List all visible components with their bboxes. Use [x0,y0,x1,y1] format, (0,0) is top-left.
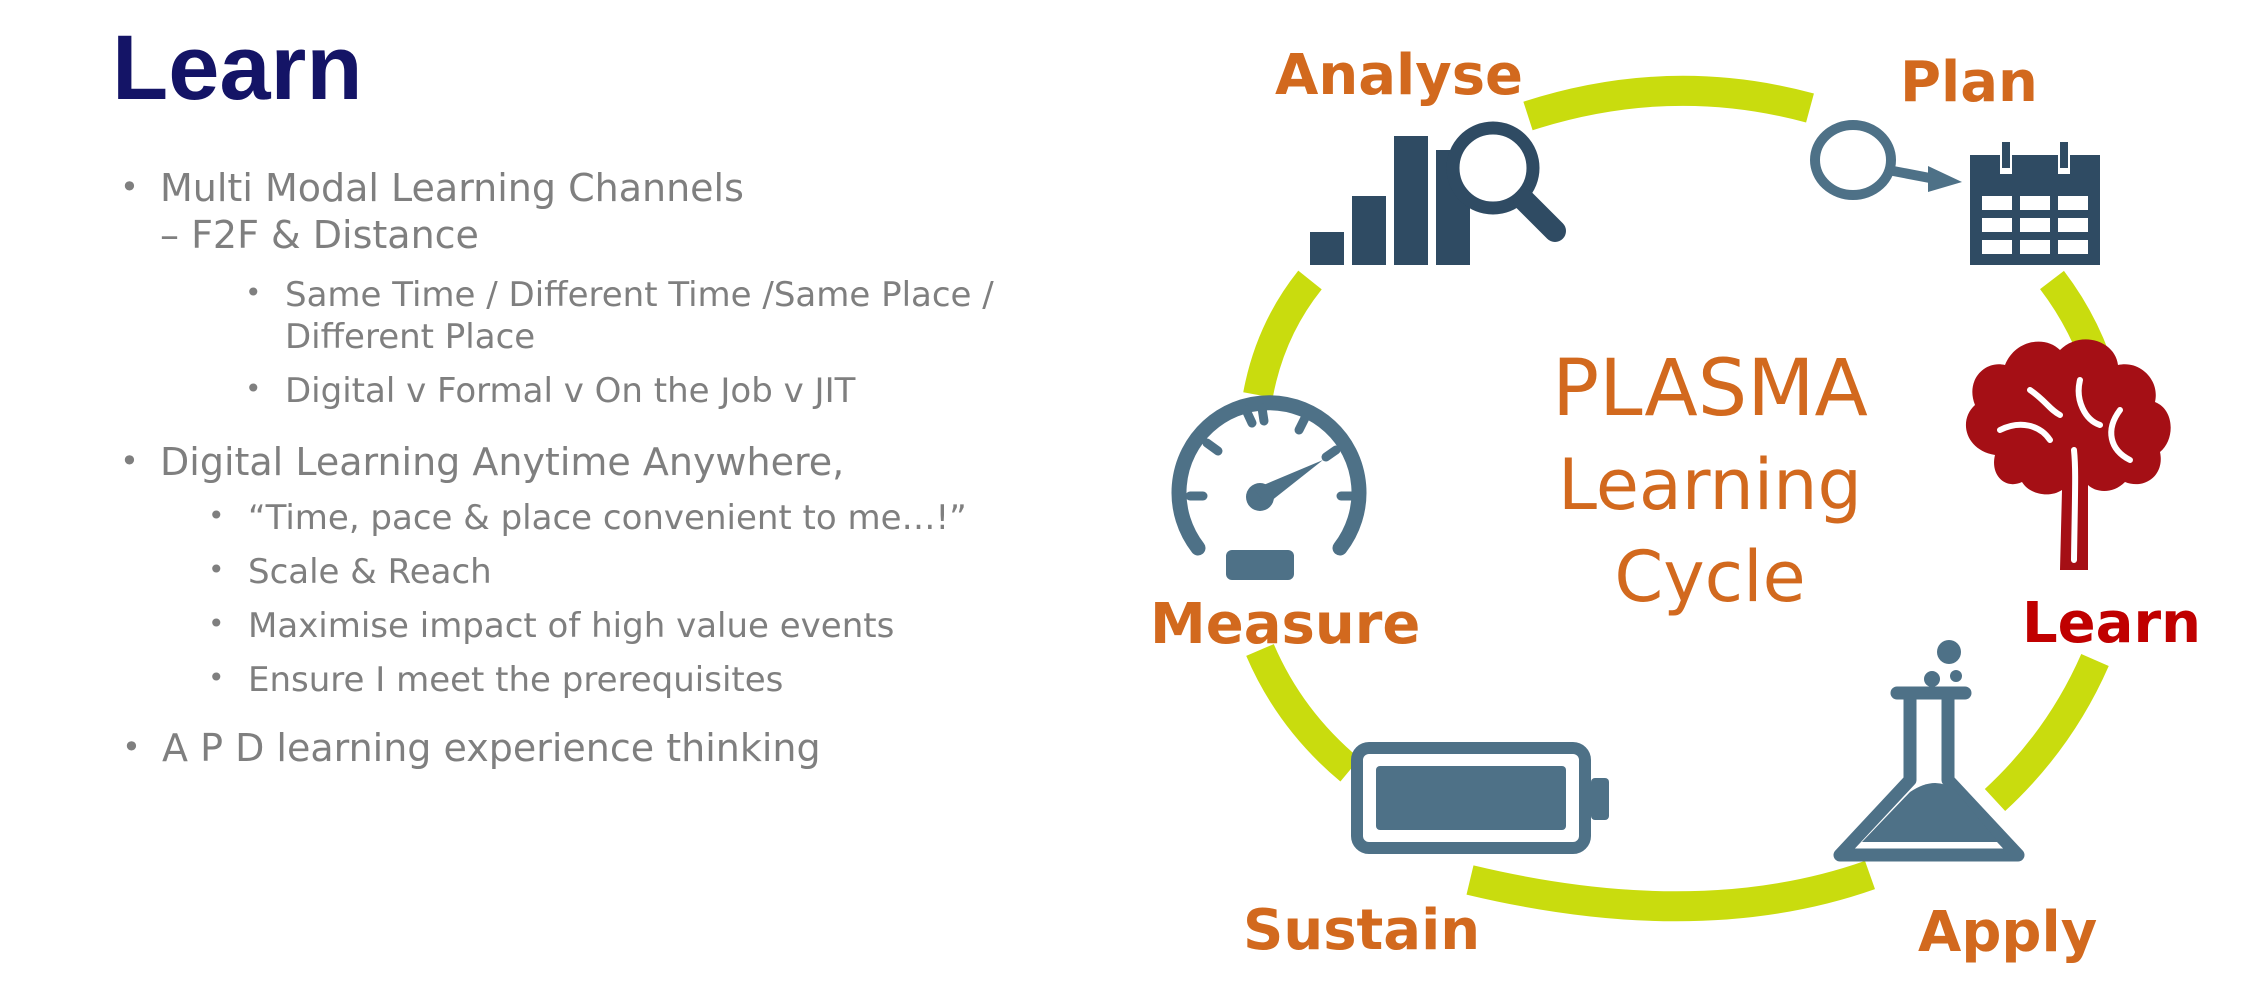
subbullet-same-time: • Same Time / Different Time /Same Place… [245,275,994,315]
stage-label-learn: Learn [2022,591,2201,656]
center-title-line-1: PLASMA [1552,344,1868,434]
battery-icon [1351,742,1609,854]
bullet-dot: • [208,661,225,694]
bullet-dot: • [120,442,139,480]
subbullet-scale-reach: • Scale & Reach [208,552,492,592]
center-title-line-3: Cycle [1614,536,1806,618]
bullet-text: Multi Modal Learning Channels [160,166,744,210]
cycle-arc-sustain-measure [1246,643,1360,782]
flask-icon [1833,640,2025,862]
bullet-text: Same Time / Different Time /Same Place / [285,275,994,315]
stage-label-apply: Apply [1918,900,2098,965]
stage-label-analyse: Analyse [1275,43,1524,108]
magnifier-calendar-icon [1810,120,2100,265]
subbullet-maximise: • Maximise impact of high value events [208,606,895,646]
subbullet-continuation: Different Place [285,317,535,357]
subbullet-prerequisites: • Ensure I meet the prerequisites [208,660,784,700]
bullet-dot: • [208,607,225,640]
bullet-continuation: – F2F & Distance [160,213,479,257]
bullet-text: Ensure I meet the prerequisites [248,660,784,700]
stage-label-plan: Plan [1900,50,2038,115]
bullet-multi-modal: • Multi Modal Learning Channels [120,166,744,210]
bullet-text: A P D learning experience thinking [162,726,821,770]
bullet-text: Digital Learning Anytime Anywhere, [160,440,845,484]
center-title-line-2: Learning [1558,444,1862,526]
cycle-arc-analyse-plan [1523,75,1814,131]
brain-icon [1965,339,2171,570]
bullet-text: “Time, pace & place convenient to me…!” [248,498,967,538]
bullet-text: Scale & Reach [248,552,492,592]
bullet-dot: • [122,728,141,766]
bullet-dot: • [245,276,262,309]
cycle-arc-learn-apply [1984,653,2109,812]
page-title: Learn [112,17,363,119]
subbullet-time-pace: • “Time, pace & place convenient to me…!… [208,498,967,538]
bullet-dot: • [245,372,262,405]
stage-label-sustain: Sustain [1243,898,1481,963]
bullet-text: Different Place [285,317,536,357]
bullet-apd: • A P D learning experience thinking [122,726,821,770]
subbullet-digital-formal: • Digital v Formal v On the Job v JIT [245,371,856,411]
bullet-text: Maximise impact of high value events [248,606,895,646]
cycle-arc-measure-analyse [1243,270,1322,398]
stage-label-measure: Measure [1150,592,1421,657]
bullet-dot: • [208,553,225,586]
bar-chart-magnifier-icon [1310,121,1566,265]
gauge-icon [1171,395,1367,580]
bullet-dot: • [208,499,225,532]
bullet-text: Digital v Formal v On the Job v JIT [285,371,856,411]
cycle-arc-apply-sustain [1466,860,1875,922]
bullet-dot: • [120,168,139,206]
cycle-center-title: PLASMA Learning Cycle [1480,350,1940,612]
bullet-digital-learning: • Digital Learning Anytime Anywhere, [120,440,845,484]
